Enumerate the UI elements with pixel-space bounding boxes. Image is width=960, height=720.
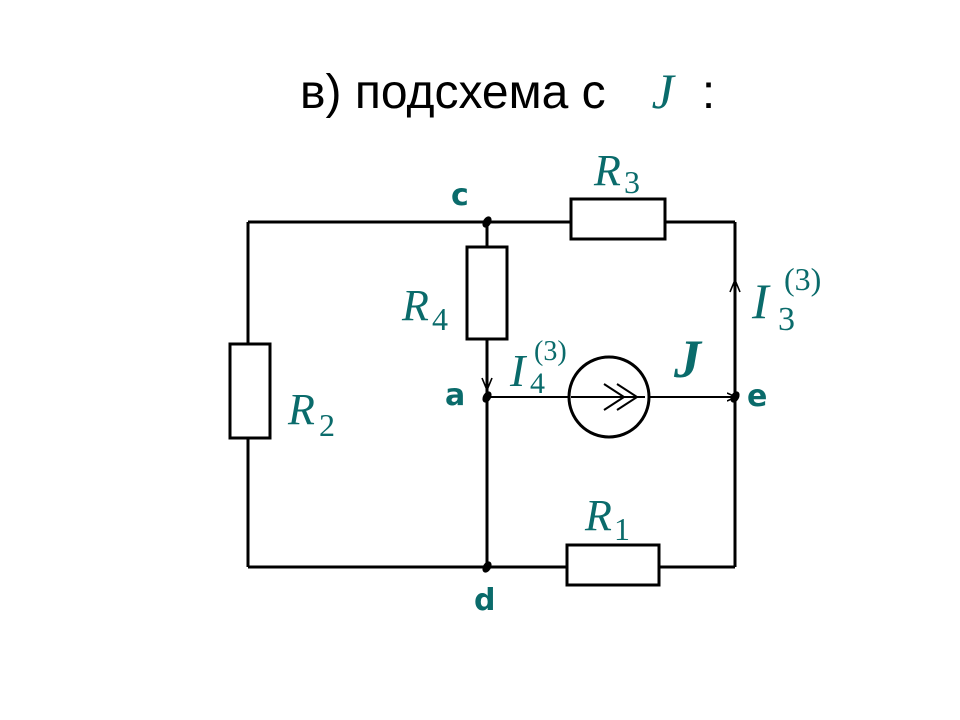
label-r3-main: R: [593, 146, 621, 195]
resistor-r1: [565, 543, 661, 587]
node-dot-d: [482, 561, 492, 573]
current-i4-arrow: [481, 377, 493, 393]
current-i3-arrow: [729, 277, 741, 293]
label-i4-sub: 4: [530, 367, 545, 400]
label-i3-main: I: [751, 273, 771, 329]
label-i4-main: I: [509, 345, 528, 396]
source-arrow-2: [616, 383, 639, 411]
slide-title: в) подсхема с J:: [300, 62, 715, 120]
title-suffix: :: [701, 66, 716, 119]
node-label-c: c: [451, 178, 469, 213]
source-arrow-1: [603, 383, 626, 411]
label-r1-main: R: [584, 491, 612, 540]
node-dot-c: [482, 216, 492, 228]
node-label-e: e: [747, 379, 767, 414]
label-r4-sub: 4: [432, 301, 448, 337]
label-i4-sup: (3): [534, 336, 567, 367]
resistor-r3: [569, 197, 667, 241]
node-label-d: d: [474, 583, 495, 618]
label-r3-sub: 3: [624, 164, 640, 200]
node-dots: [482, 216, 740, 573]
label-r1-sub: 1: [614, 511, 630, 547]
resistor-r2: [228, 342, 272, 440]
node-dot-a: [482, 391, 492, 403]
node-dot-e: [730, 391, 740, 403]
title-symbol: J: [651, 63, 674, 119]
label-source-j: J: [673, 329, 703, 389]
label-i3-sup: (3): [784, 261, 821, 297]
label-r2-main: R: [287, 385, 315, 434]
resistor-r4: [465, 245, 509, 341]
node-label-a: a: [445, 378, 465, 413]
label-r4-main: R: [401, 281, 429, 330]
title-prefix: в) подсхема с: [300, 66, 606, 119]
label-r2-sub: 2: [319, 407, 335, 443]
label-i3-sub: 3: [778, 301, 795, 338]
